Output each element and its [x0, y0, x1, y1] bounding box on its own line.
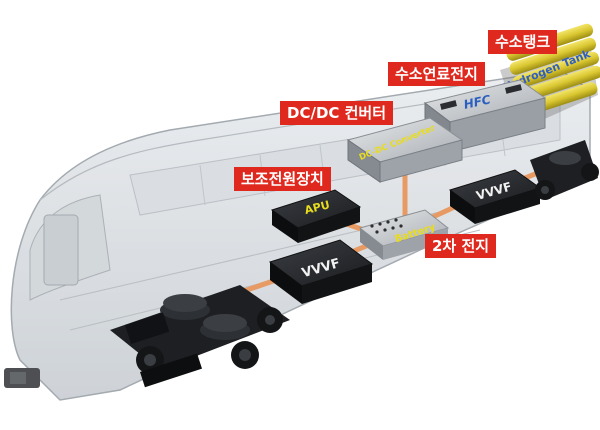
apu-text: APU [303, 198, 331, 217]
battery-callout: 2차 전지 [425, 234, 497, 258]
front-bogie [110, 285, 290, 388]
vvvf-front-unit: VVVF [268, 239, 374, 304]
rear-bogie [530, 140, 599, 200]
apu-unit: APU [270, 189, 362, 243]
dcdc-converter-callout: DC/DC 컨버터 [280, 101, 394, 125]
apu-callout: 보조전원장치 [234, 167, 331, 191]
hfc-text: HFC [462, 92, 492, 111]
fuel-cell-callout: 수소연료전지 [388, 62, 485, 86]
vvvf-rear-unit: VVVF [448, 169, 542, 224]
hydrogen-tank-callout: 수소탱크 [488, 30, 558, 54]
